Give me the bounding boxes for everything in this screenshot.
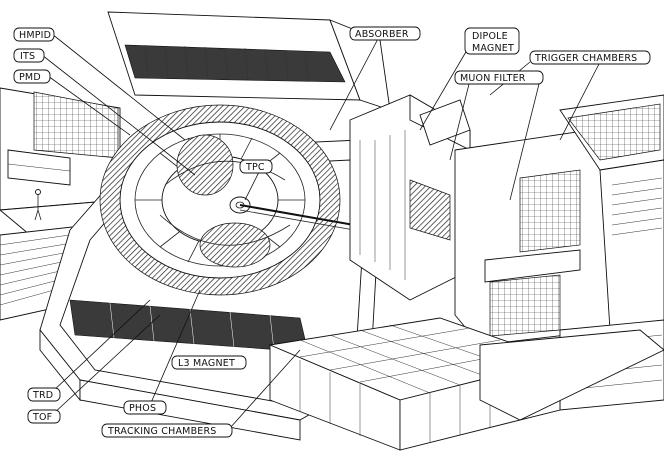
label-trigger-chambers: TRIGGER CHAMBERS [529,50,651,65]
label-tracking-chambers: TRACKING CHAMBERS [101,423,233,438]
label-muon-filter-text: MUON FILTER [460,73,526,84]
label-phos: PHOS [123,400,167,415]
label-magnet-text: MAGNET [472,43,514,54]
label-dipole-text: DIPOLE [472,31,508,42]
label-absorber-text: ABSORBER [355,29,409,40]
label-its-text: ITS [20,51,35,62]
label-muon-filter: MUON FILTER [454,70,544,85]
label-absorber: ABSORBER [349,26,421,41]
label-hmpid-text: HMPID [19,30,51,41]
label-trigger-chambers-text: TRIGGER CHAMBERS [534,53,637,64]
label-l3-magnet: L3 MAGNET [171,355,247,370]
label-tof: TOF [27,409,61,424]
label-tpc-text: TPC [245,162,265,173]
label-tof-text: TOF [32,412,52,423]
floor-slab [479,329,664,421]
detector-drawing [0,11,664,451]
leader-lines [41,33,601,429]
label-hmpid: HMPID [13,27,55,42]
absorber-dipole [349,94,471,301]
label-its: ITS [13,48,45,63]
label-trd: TRD [27,387,61,402]
label-tracking-chambers-text: TRACKING CHAMBERS [107,426,217,437]
label-l3-magnet-text: L3 MAGNET [178,358,235,369]
label-tpc: TPC [239,159,273,174]
label-trd-text: TRD [32,390,53,401]
label-pmd-text: PMD [19,72,41,83]
label-phos-text: PHOS [129,403,156,414]
label-pmd: PMD [13,69,51,84]
central-barrel [99,104,341,296]
label-dipole-magnet: DIPOLE MAGNET [464,27,520,55]
